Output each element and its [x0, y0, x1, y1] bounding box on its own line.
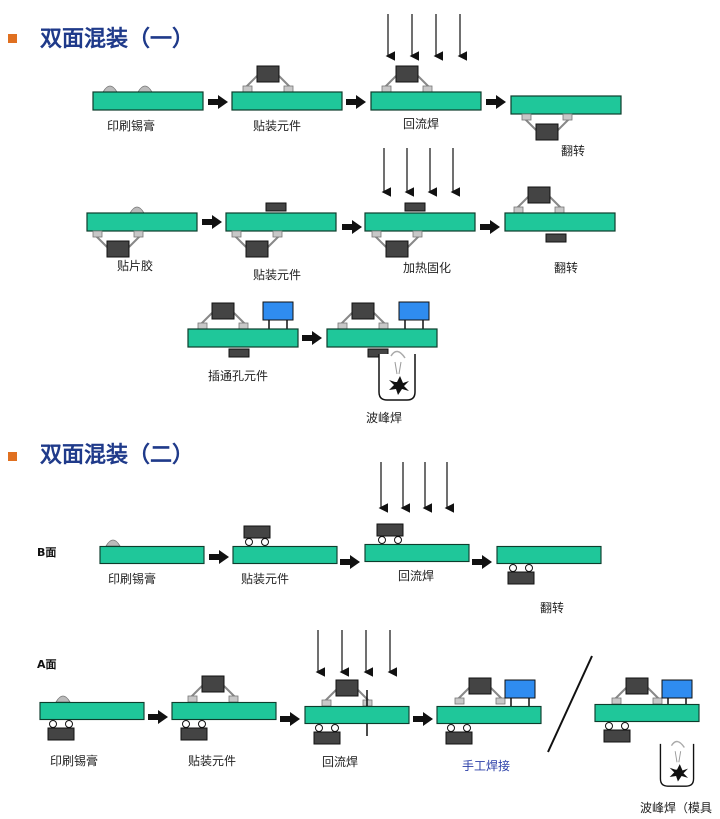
- smt-chip: [376, 523, 404, 544]
- step-label: 回流焊: [398, 568, 434, 583]
- pcb-board: [364, 543, 470, 563]
- smt-chip: [507, 564, 535, 585]
- smt-chip: [47, 720, 75, 741]
- pcb-board: [370, 91, 482, 111]
- flow-arrow-icon: [346, 95, 366, 109]
- pcb-board: [99, 545, 205, 565]
- flow-arrow-icon: [208, 95, 228, 109]
- pcb-board: [187, 328, 299, 348]
- step-label: 回流焊: [403, 116, 439, 131]
- section1: 双面混装（一） 印刷锡膏 贴装元件 回流焊: [8, 14, 622, 425]
- smt-chip: [92, 230, 144, 258]
- pcb-board: [232, 545, 338, 565]
- step-label: 贴装元件: [253, 119, 301, 133]
- smt-chip: [265, 202, 287, 212]
- section1-row1: 印刷锡膏 贴装元件 回流焊 翻转: [92, 14, 622, 158]
- divider-slash: [547, 655, 593, 753]
- flow-arrow-icon: [148, 710, 168, 724]
- smt-chip: [611, 677, 663, 705]
- wave-solder-bath-icon: [378, 350, 416, 401]
- pcb-board: [225, 212, 337, 232]
- flow-arrow-icon: [413, 712, 433, 726]
- pcb-board: [504, 212, 616, 232]
- step-label: 印刷锡膏: [107, 118, 155, 133]
- heat-arrows: [315, 630, 398, 677]
- pcb-board: [86, 212, 198, 232]
- smt-chip: [242, 65, 294, 93]
- step-label: 翻转: [561, 143, 585, 158]
- section1-row2: 贴片胶 贴装元件 加热固化 翻转: [86, 148, 616, 282]
- step-label: 波峰焊（模具: [640, 800, 712, 815]
- step-label: 回流焊: [322, 754, 358, 769]
- step-label: 贴装元件: [188, 754, 236, 768]
- pcb-board: [594, 703, 700, 723]
- smt-chip: [371, 230, 423, 258]
- pcb-board: [496, 545, 602, 565]
- pcb-board: [39, 701, 145, 721]
- flow-arrow-icon: [340, 555, 360, 569]
- smt-chip: [545, 233, 567, 243]
- section1-row3: 插通孔元件 波峰焊: [187, 301, 438, 425]
- step-label: 手工焊接: [462, 758, 510, 773]
- section2: 双面混装（二） B面 印刷锡膏 贴装元件 回流焊: [8, 443, 712, 815]
- step-label: 贴片胶: [117, 258, 153, 273]
- smt-chip: [187, 675, 239, 703]
- bullet-icon: [8, 34, 17, 43]
- flow-arrow-icon: [202, 215, 222, 229]
- smt-chip: [197, 302, 249, 330]
- step-label: 波峰焊: [366, 410, 402, 425]
- smt-chip: [321, 679, 373, 707]
- smt-chip: [454, 677, 506, 705]
- section2-title: 双面混装（二）: [40, 443, 194, 468]
- smt-chip: [404, 202, 426, 212]
- bullet-icon: [8, 452, 17, 461]
- pcb-board: [364, 212, 476, 232]
- heat-arrows: [385, 14, 468, 61]
- section2-rowB: B面 印刷锡膏 贴装元件 回流焊 翻转: [37, 462, 602, 615]
- smt-chip: [445, 724, 473, 745]
- smt-chip: [513, 186, 565, 214]
- side-label: B面: [37, 546, 56, 559]
- pcb-board: [92, 91, 204, 111]
- section2-rowA: A面 印刷锡膏 贴装元件 回流焊: [37, 630, 712, 815]
- smt-chip: [381, 65, 433, 93]
- pcb-board: [171, 701, 277, 721]
- section1-title: 双面混装（一）: [40, 27, 194, 52]
- heat-arrows: [381, 148, 461, 197]
- flow-arrow-icon: [342, 220, 362, 234]
- flow-arrow-icon: [302, 331, 322, 345]
- step-label: 插通孔元件: [208, 369, 268, 383]
- smt-chip: [367, 348, 389, 358]
- heat-arrows: [378, 462, 455, 513]
- step-label: 贴装元件: [241, 572, 289, 586]
- step-label: 加热固化: [403, 261, 451, 275]
- flow-arrow-icon: [472, 555, 492, 569]
- smt-chip: [313, 724, 341, 745]
- smt-chip: [228, 348, 250, 358]
- pcb-board: [436, 705, 542, 725]
- step-label: 翻转: [554, 260, 578, 275]
- step-label: 贴装元件: [253, 268, 301, 282]
- step-label: 翻转: [540, 600, 564, 615]
- smt-chip: [603, 722, 631, 743]
- flow-arrow-icon: [280, 712, 300, 726]
- smt-chip: [337, 302, 389, 330]
- pcb-board: [510, 95, 622, 115]
- pcb-board: [304, 705, 410, 725]
- step-label: 印刷锡膏: [50, 753, 98, 768]
- side-label: A面: [37, 658, 57, 671]
- wave-solder-bath-icon: [659, 740, 695, 787]
- smt-chip: [180, 720, 208, 741]
- step-label: 印刷锡膏: [108, 571, 156, 586]
- smt-chip: [243, 525, 271, 546]
- flow-arrow-icon: [209, 550, 229, 564]
- pcb-board: [231, 91, 343, 111]
- flow-arrow-icon: [486, 95, 506, 109]
- smt-chip: [231, 230, 283, 258]
- flow-arrow-icon: [480, 220, 500, 234]
- smt-chip: [521, 113, 573, 141]
- pcb-board: [326, 328, 438, 348]
